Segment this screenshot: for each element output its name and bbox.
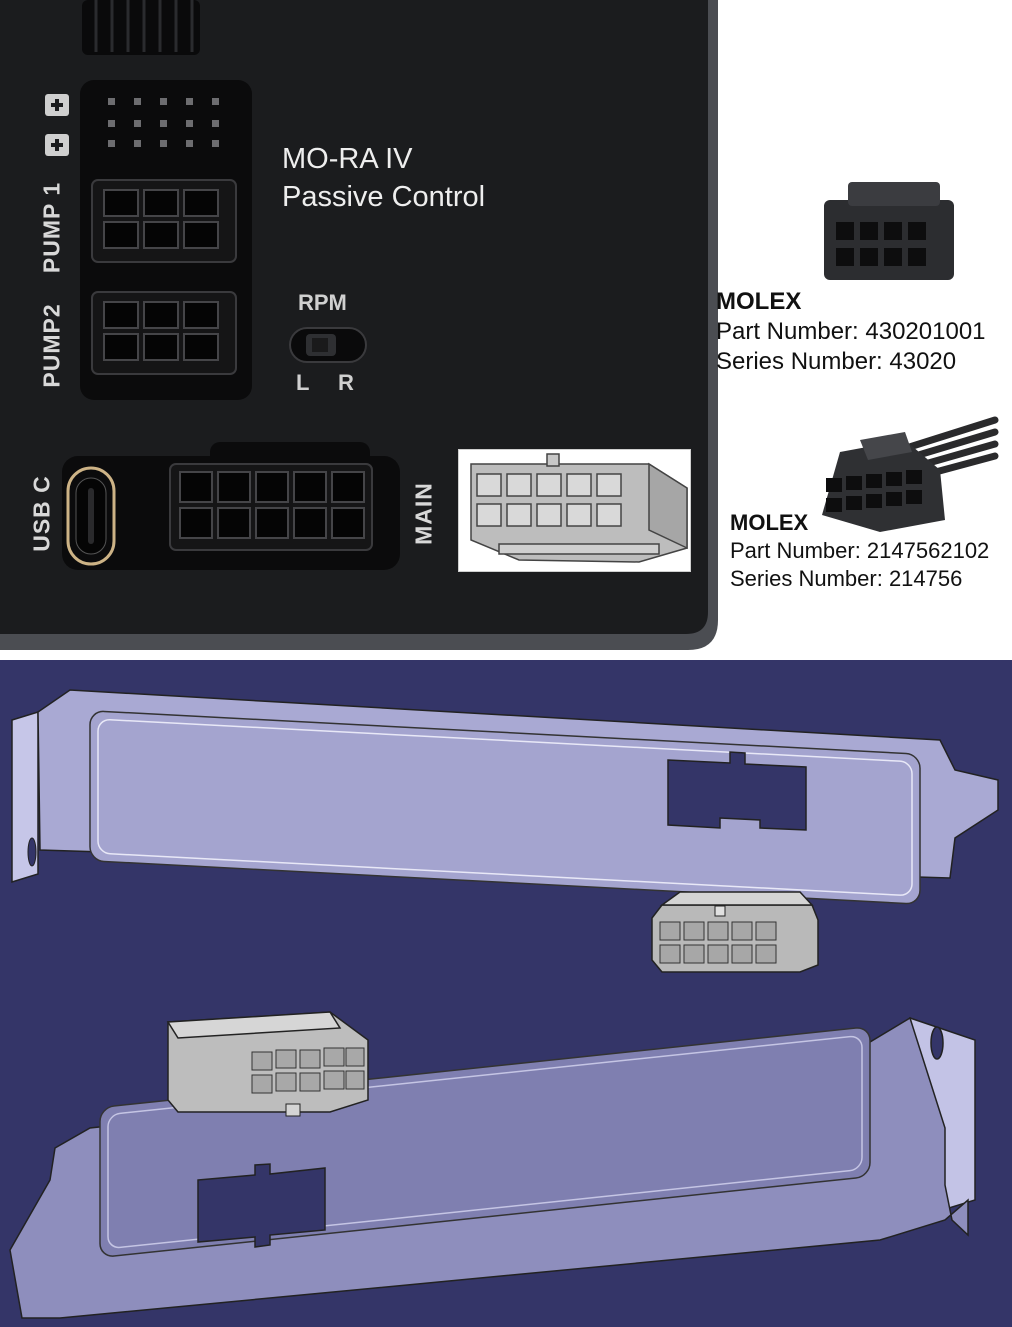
rpm-right-label: R [338, 370, 354, 395]
connector-drawing-inset [458, 449, 691, 572]
series-number-1: Series Number: 43020 [716, 348, 957, 375]
cad-render-section [0, 660, 1012, 1327]
main-label: MAIN [410, 482, 437, 545]
pump1-label: PUMP 1 [38, 181, 65, 274]
cad-connector-mounted [166, 1011, 369, 1117]
pump2-connector [91, 291, 237, 375]
molex-brand-1: MOLEX [716, 288, 802, 315]
plus-icon [45, 134, 69, 156]
controller-title-line1: MO-RA IV [282, 143, 413, 175]
molex-brand-2: MOLEX [730, 510, 809, 535]
pci-bracket-lower [9, 1016, 976, 1319]
plus-icon [45, 94, 69, 116]
pci-bracket-upper [11, 689, 999, 905]
rpm-label: RPM [298, 290, 347, 315]
rpm-left-label: L [296, 370, 310, 395]
connector-drawing [470, 453, 688, 563]
vent-slot [82, 0, 200, 55]
usb-c-label: USB C [28, 475, 55, 552]
controller-title-line2: Passive Control [282, 181, 486, 213]
molex-connector-photo-1 [824, 182, 954, 280]
cad-connector-floating [651, 891, 819, 973]
cad-bracket-render [0, 660, 1012, 1327]
rpm-switch [289, 327, 367, 363]
molex-connector-info-1: MOLEX Part Number: 430201001 Series Numb… [716, 287, 986, 377]
part-number-1: Part Number: 430201001 [716, 318, 986, 345]
product-photo-section: MO-RA IV Passive Control PUMP 1 PUMP2 US… [0, 0, 1012, 660]
pump2-label: PUMP2 [38, 303, 65, 388]
controller-title: MO-RA IV Passive Control [282, 140, 485, 216]
main-connector [169, 463, 373, 551]
series-number-2: Series Number: 214756 [730, 566, 963, 591]
molex-cable-photo-2 [822, 416, 999, 532]
usb-c-port [66, 466, 116, 566]
part-number-2: Part Number: 2147562102 [730, 538, 990, 563]
pin-header [108, 98, 219, 147]
molex-connector-info-2: MOLEX Part Number: 2147562102 Series Num… [730, 509, 989, 593]
pump1-connector [91, 179, 237, 263]
